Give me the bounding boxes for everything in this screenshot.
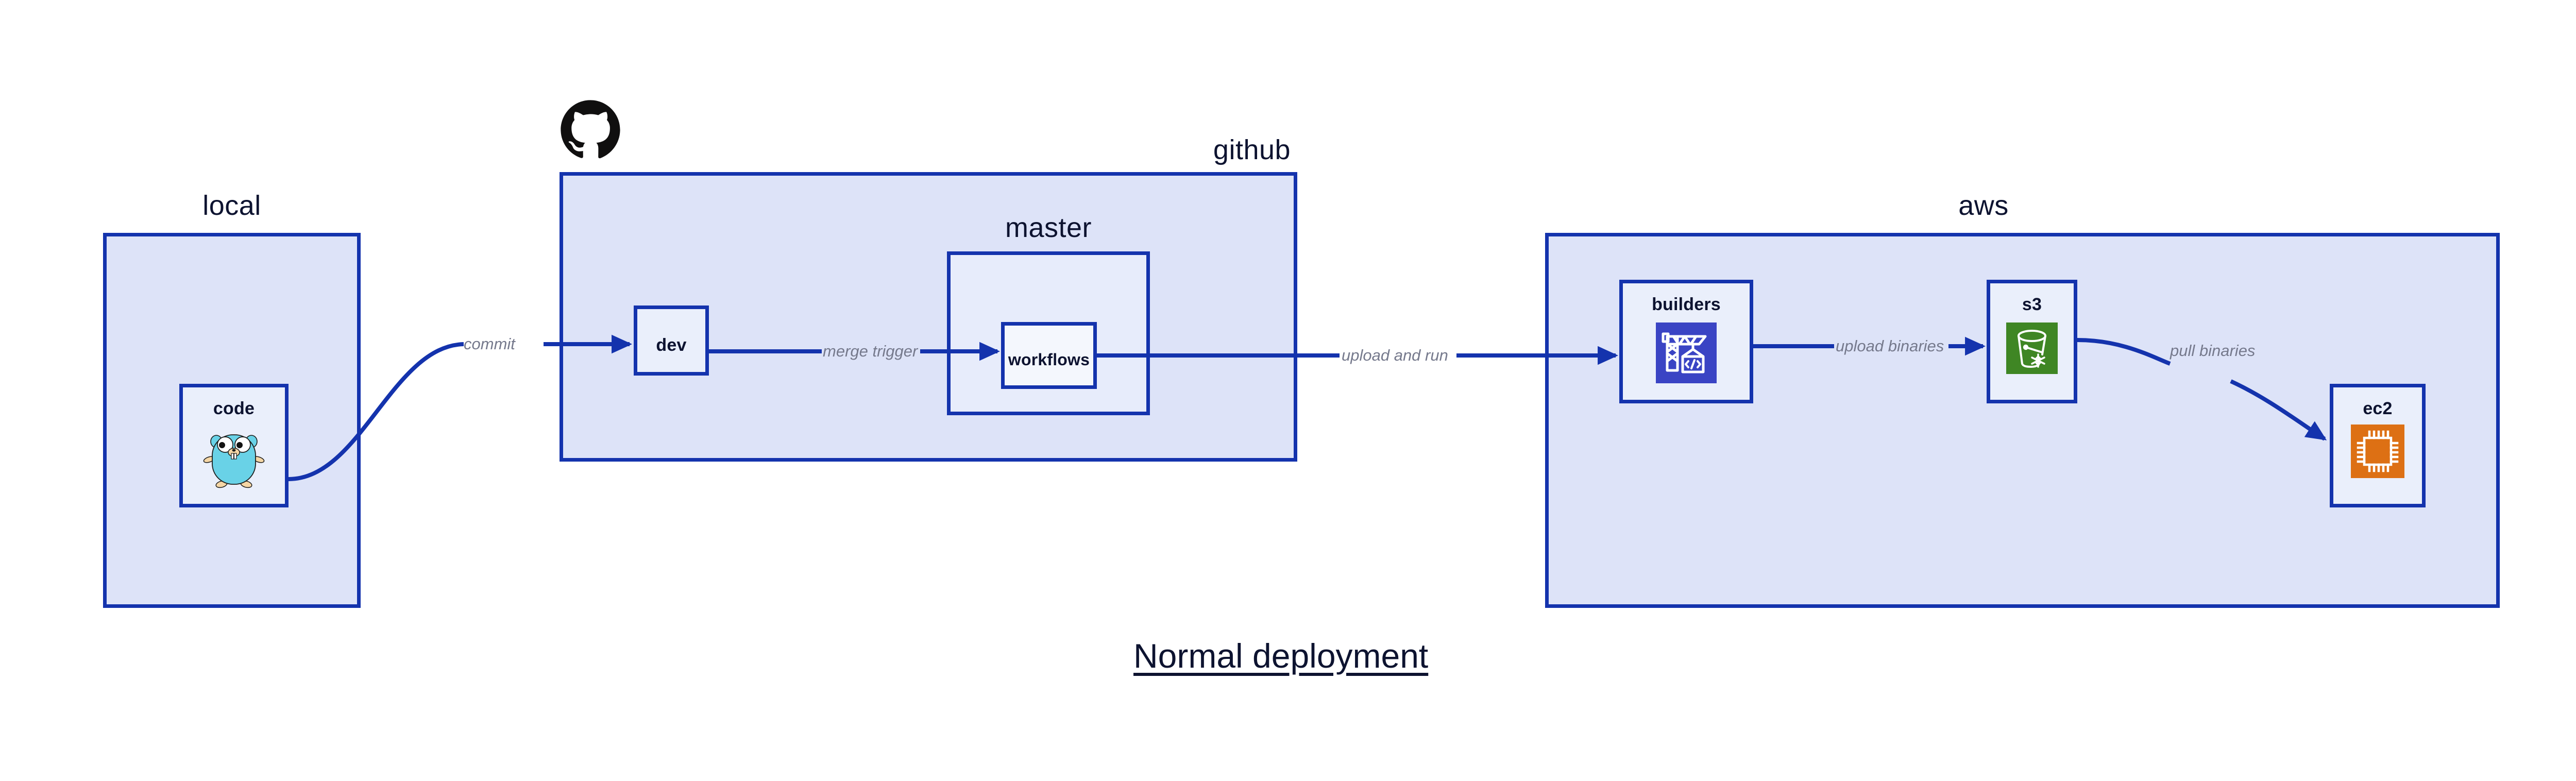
edge-label-upload-and-run: upload and run [1342, 346, 1448, 364]
go-gopher-icon [203, 428, 265, 489]
node-code[interactable]: code [179, 384, 289, 507]
edge-label-upload-binaries: upload binaries [1836, 337, 1944, 355]
node-builders[interactable]: builders [1619, 280, 1753, 403]
node-workflows[interactable]: workflows [1001, 322, 1097, 389]
edge-label-merge-trigger: merge trigger [823, 342, 918, 360]
aws-ec2-chip-icon [2351, 425, 2404, 478]
group-label-master: master [1005, 212, 1092, 243]
node-label-ec2: ec2 [2363, 399, 2393, 418]
node-label-workflows: workflows [1008, 350, 1090, 369]
node-label-builders: builders [1652, 295, 1721, 314]
group-label-aws: aws [1958, 190, 2009, 221]
node-label-s3: s3 [2022, 295, 2042, 314]
node-dev[interactable]: dev [634, 305, 709, 376]
aws-s3-glacier-icon [2006, 322, 2058, 374]
node-ec2[interactable]: ec2 [2330, 384, 2426, 507]
node-s3[interactable]: s3 [1987, 280, 2077, 403]
group-label-local: local [202, 190, 261, 221]
diagram-title: Normal deployment [1133, 637, 1429, 675]
node-label-dev: dev [656, 335, 687, 355]
github-octocat-logo [561, 100, 620, 159]
edge-label-commit: commit [464, 335, 515, 353]
group-label-github: github [1213, 134, 1291, 165]
aws-codebuild-icon [1656, 322, 1717, 383]
node-label-code: code [213, 399, 255, 418]
edge-label-pull-binaries: pull binaries [2170, 342, 2256, 360]
